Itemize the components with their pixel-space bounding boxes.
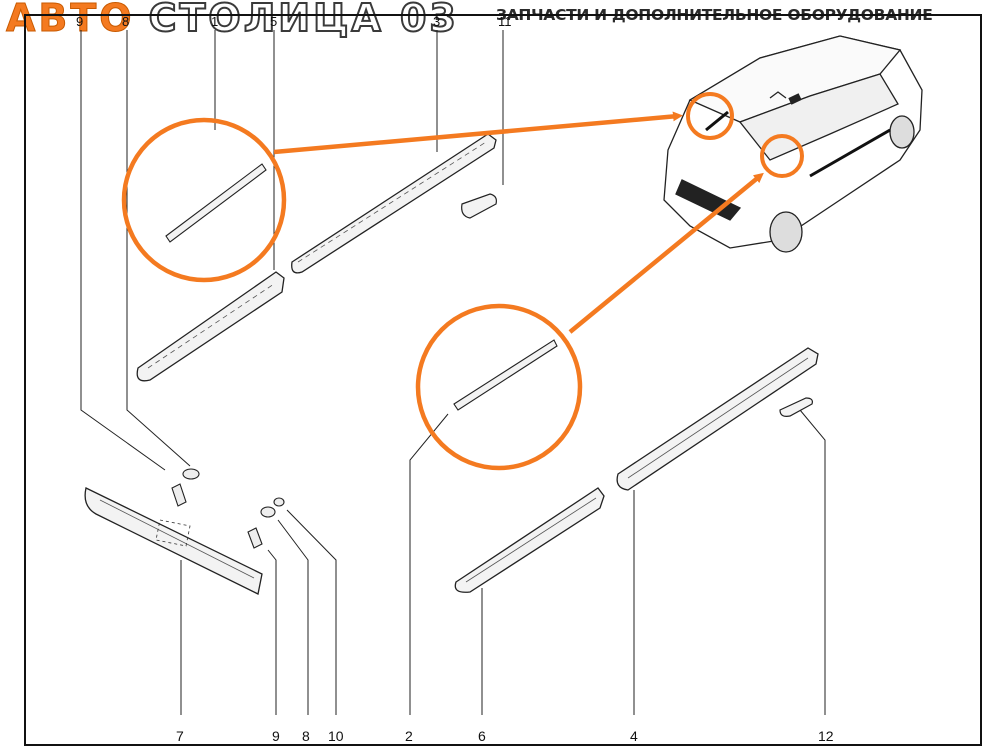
- brand-logo: АВТО СТОЛИЦА 03: [6, 0, 459, 41]
- part-pad-11: [461, 193, 497, 219]
- screw-9-upper: [171, 483, 187, 507]
- callout-bottom-12: 12: [818, 728, 834, 744]
- callout-bottom-2: 2: [405, 728, 413, 744]
- car-highlight-rear: [686, 92, 734, 140]
- diagram-frame: [24, 14, 982, 746]
- leader-2: [409, 413, 449, 715]
- car-side-windows: [738, 73, 899, 161]
- brand-logo-part1: АВТО: [6, 0, 135, 41]
- part-molding-5: [136, 271, 285, 382]
- callout-bottom-6: 6: [478, 728, 486, 744]
- car-wheel-front: [889, 115, 915, 149]
- leader-9-bottom: [267, 549, 277, 715]
- leader-8-bottom: [277, 519, 309, 715]
- part-molding-3: [291, 133, 497, 274]
- callout-bottom-4: 4: [630, 728, 638, 744]
- screw-9-lower: [247, 527, 263, 549]
- callout-top-1: 1: [211, 14, 219, 29]
- leader-12: [799, 409, 826, 715]
- detail-callout-upper: [121, 117, 287, 283]
- callout-top-8: 8: [122, 14, 130, 29]
- callout-bottom-9: 9: [272, 728, 280, 744]
- car-illustration: [663, 35, 923, 253]
- leader-8-top: [126, 30, 191, 467]
- car-roof-antenna: [788, 93, 802, 105]
- fasteners: [171, 468, 285, 549]
- callout-bottom-8: 8: [302, 728, 310, 744]
- brand-logo-part2: СТОЛИЦА 03: [148, 0, 459, 41]
- part-molding-6: [454, 487, 605, 593]
- callout-top-5: 5: [270, 14, 278, 29]
- arrow-lower: [568, 172, 764, 334]
- callout-bottom-7: 7: [176, 728, 184, 744]
- arrow-upper: [273, 111, 683, 155]
- detail-callout-lower: [415, 303, 583, 471]
- clip-8-upper: [182, 468, 200, 480]
- nut-10: [273, 497, 285, 507]
- part-molding-4: [616, 347, 819, 491]
- leader-lines-bottom: [180, 409, 826, 715]
- callout-top-9: 9: [76, 14, 84, 29]
- car-highlight-side: [760, 134, 804, 178]
- car-rear-molding: [705, 110, 729, 132]
- leader-10: [286, 509, 337, 715]
- part-molding-7: [84, 487, 263, 595]
- car-side-molding: [809, 128, 891, 178]
- clip-8-lower: [260, 506, 276, 518]
- car-rear-light: [675, 179, 742, 221]
- callout-bottom-10: 10: [328, 728, 344, 744]
- car-wheel-rear: [769, 211, 803, 253]
- callout-top-11: 11: [498, 14, 512, 29]
- part-pad-12: [779, 397, 813, 417]
- leader-9-top: [80, 30, 166, 471]
- car-roof-rail: [769, 91, 787, 99]
- callout-top-3: 3: [433, 14, 441, 29]
